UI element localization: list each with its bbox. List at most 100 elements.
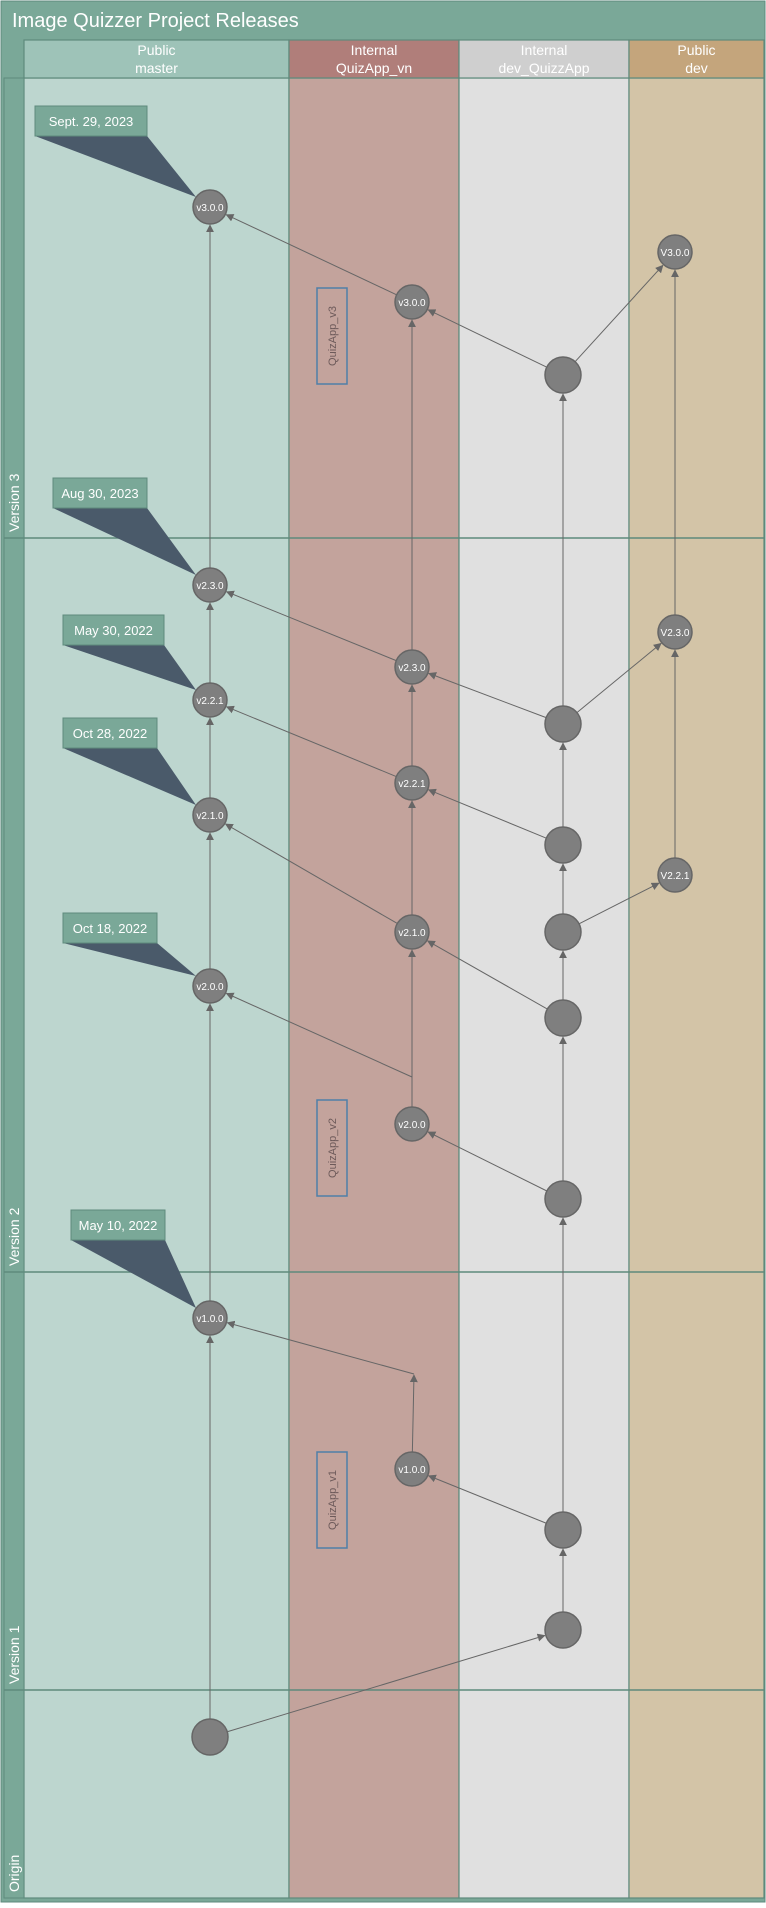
node-m230 xyxy=(192,567,228,603)
lane-header-line2: dev_QuizzApp xyxy=(498,60,589,76)
node-label: v2.0.0 xyxy=(196,982,224,993)
callout-tail xyxy=(71,1240,196,1308)
edge-q7-to-n230 xyxy=(428,672,547,719)
node-m0 xyxy=(191,1718,229,1756)
edge-q7-to-d230 xyxy=(576,642,662,713)
node-n100 xyxy=(394,1451,430,1487)
callout-date: Sept. 29, 2023 xyxy=(49,114,134,129)
edge-n210-to-m210 xyxy=(224,823,398,924)
node-q5 xyxy=(544,913,582,951)
callout-box xyxy=(62,717,158,749)
edge-m0-to-q1 xyxy=(227,1633,546,1733)
lane-header-line1: Public xyxy=(677,42,715,58)
node-d221 xyxy=(657,857,693,893)
lane-header-line2: dev xyxy=(685,60,708,76)
node-m100 xyxy=(192,1300,228,1336)
node-n300 xyxy=(394,284,430,320)
node-label: v3.0.0 xyxy=(398,298,426,309)
lane-header-line2: QuizApp_vn xyxy=(336,60,412,76)
lane-header-dev xyxy=(628,39,765,79)
node-m210 xyxy=(192,797,228,833)
callout-box xyxy=(34,105,148,137)
callout-tail xyxy=(53,508,196,575)
lane-header-line2: master xyxy=(135,60,178,76)
branch-label-bl1: QuizApp_v1 xyxy=(327,1470,339,1530)
node-m300 xyxy=(192,189,228,225)
lane-vn xyxy=(288,77,460,1899)
lane-header-line1: Internal xyxy=(521,42,568,58)
phase-label-origin: Origin xyxy=(6,1855,22,1892)
node-label: v2.3.0 xyxy=(398,663,426,674)
branch-label-box xyxy=(316,287,348,385)
edge-n300-to-m300 xyxy=(225,214,397,296)
node-n221 xyxy=(394,765,430,801)
branch-label-bl3: QuizApp_v3 xyxy=(327,306,339,366)
branch-label-bl2: QuizApp_v2 xyxy=(327,1118,339,1178)
callout-box xyxy=(62,614,165,646)
node-n230 xyxy=(394,649,430,685)
node-q3 xyxy=(544,1180,582,1218)
node-m221 xyxy=(192,682,228,718)
diagram-title: Image Quizzer Project Releases xyxy=(12,10,299,32)
callout-date: Oct 28, 2022 xyxy=(73,726,147,741)
callout-box xyxy=(62,912,158,944)
node-label: V2.2.1 xyxy=(661,871,690,882)
node-n210 xyxy=(394,914,430,950)
node-n200 xyxy=(394,1106,430,1142)
edge-q8-to-d300 xyxy=(574,264,664,363)
phase-label-v2: Version 2 xyxy=(6,1207,22,1266)
callout-box xyxy=(52,477,148,509)
edge-q8-to-n300 xyxy=(427,309,548,368)
callout-date: Aug 30, 2023 xyxy=(61,486,138,501)
callout-tail xyxy=(63,943,196,976)
edge-q2-to-n100 xyxy=(427,1474,547,1524)
lane-header-line1: Internal xyxy=(351,42,398,58)
lane-dev xyxy=(628,77,765,1899)
node-label: V3.0.0 xyxy=(661,248,690,259)
node-label: v2.2.1 xyxy=(196,696,224,707)
edge-q4-to-n210 xyxy=(426,940,548,1010)
node-q6 xyxy=(544,826,582,864)
lane-header-line1: Public xyxy=(137,42,175,58)
node-label: v2.0.0 xyxy=(398,1120,426,1131)
edge-n230-to-m230 xyxy=(225,590,397,662)
edge-q5-to-d221 xyxy=(578,882,660,925)
lane-devq xyxy=(458,77,630,1899)
node-label: v3.0.0 xyxy=(196,203,224,214)
callout-tail xyxy=(35,136,196,197)
lane-header-vn xyxy=(288,39,460,79)
node-d300 xyxy=(657,234,693,270)
node-label: V2.3.0 xyxy=(661,628,690,639)
callout-date: May 30, 2022 xyxy=(74,623,153,638)
branch-label-box xyxy=(316,1099,348,1197)
node-q2 xyxy=(544,1511,582,1549)
edge-vn_merge1-to-m100 xyxy=(226,1320,415,1375)
callout-box xyxy=(70,1209,166,1241)
node-q1 xyxy=(544,1611,582,1649)
node-d230 xyxy=(657,614,693,650)
edge-n100-to-vn_merge1 xyxy=(409,1374,418,1453)
edge-q6-to-n221 xyxy=(427,788,547,839)
node-label: v2.1.0 xyxy=(196,811,224,822)
node-label: v2.1.0 xyxy=(398,928,426,939)
node-q4 xyxy=(544,999,582,1037)
lane-master xyxy=(23,77,290,1899)
phase-label-v1: Version 1 xyxy=(6,1625,22,1684)
node-label: v2.2.1 xyxy=(398,779,426,790)
node-label: v2.3.0 xyxy=(196,581,224,592)
edge-n221-to-m221 xyxy=(225,705,397,778)
branch-label-box xyxy=(316,1451,348,1549)
callout-tail xyxy=(63,645,196,690)
phase-band-v3 xyxy=(3,77,25,539)
node-q7 xyxy=(544,705,582,743)
edge-q3-to-n200 xyxy=(427,1131,548,1192)
node-m200 xyxy=(192,968,228,1004)
node-label: v1.0.0 xyxy=(398,1465,426,1476)
callout-tail xyxy=(63,748,196,805)
callout-date: Oct 18, 2022 xyxy=(73,921,147,936)
lane-header-master xyxy=(23,39,290,79)
edge-vn_merge2-to-m200 xyxy=(225,992,413,1078)
node-q8 xyxy=(544,356,582,394)
phase-band-v2 xyxy=(3,537,25,1273)
